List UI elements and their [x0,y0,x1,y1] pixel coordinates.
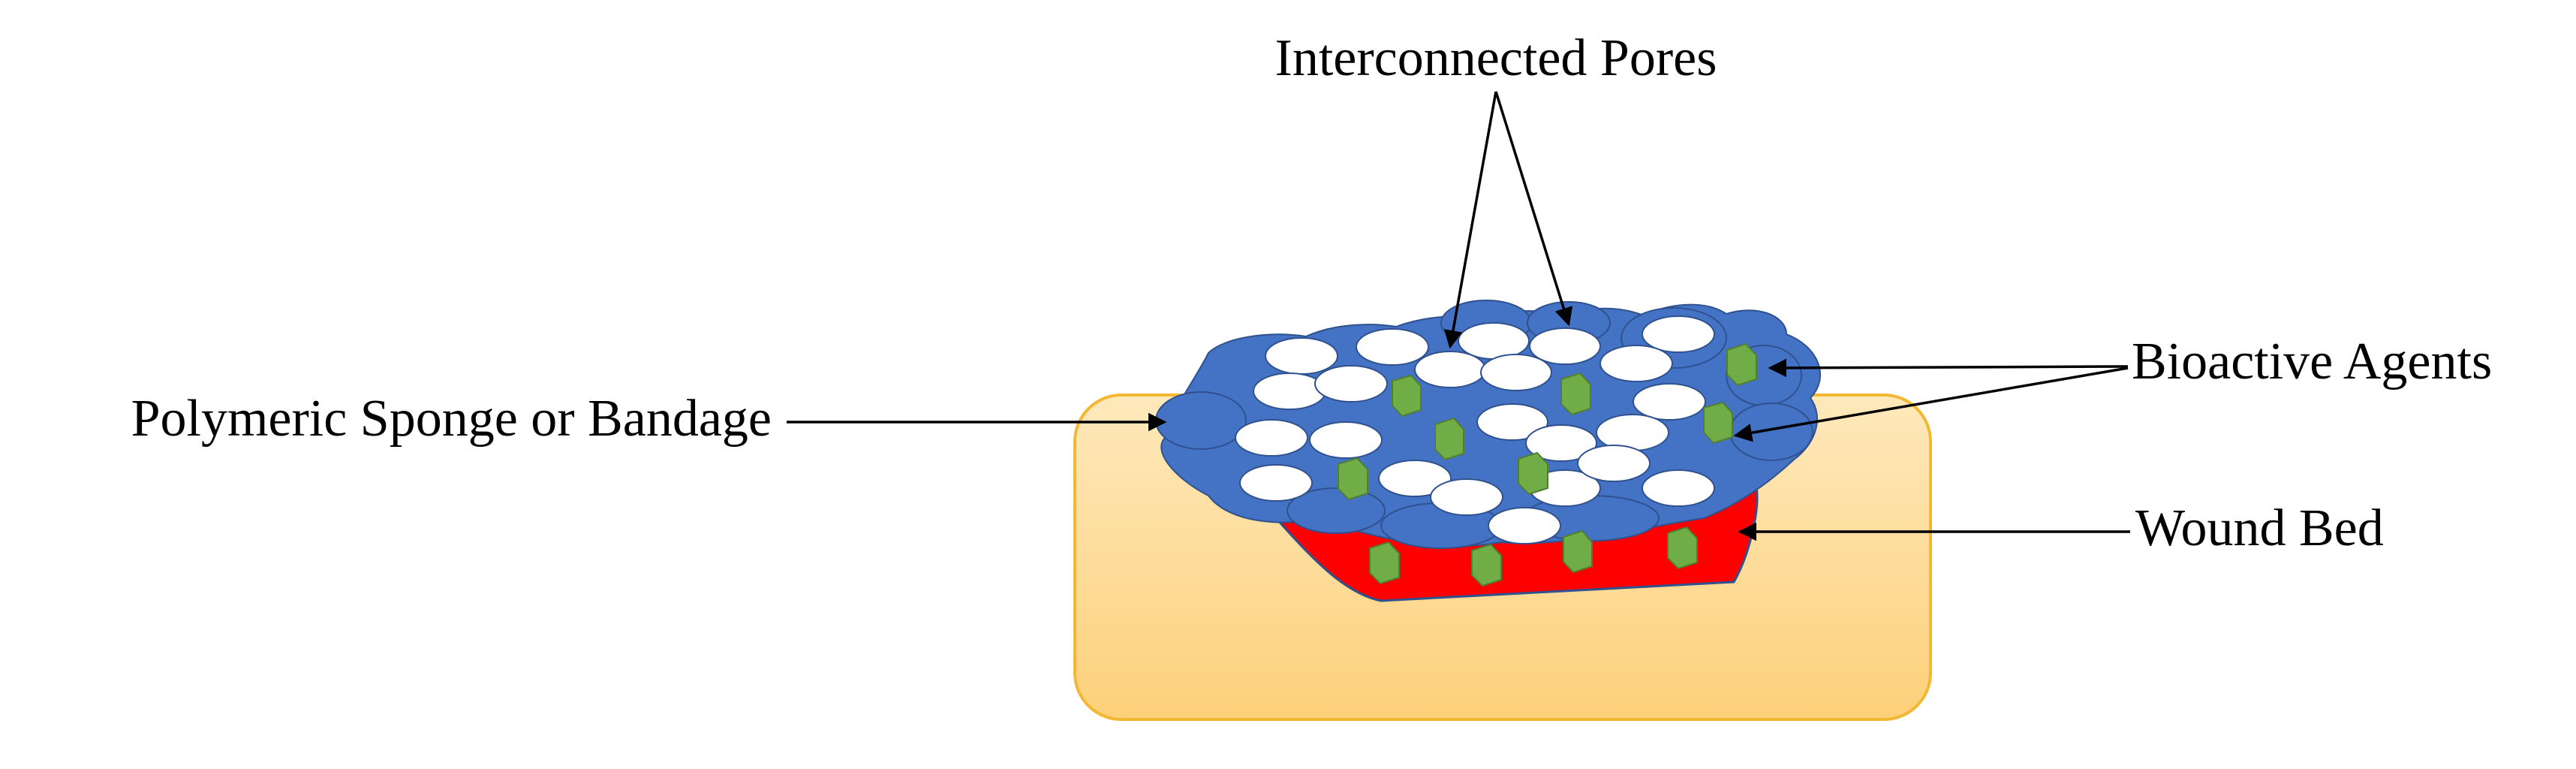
pores-leader-left [1443,91,1497,349]
pore [1235,419,1308,457]
pore [1430,478,1503,516]
bioactive-agent [1563,529,1593,574]
bioactive-agent [1338,457,1368,501]
pore [1309,421,1383,459]
bioactive-agent [1703,401,1733,445]
label-wound-bed: Wound Bed [2135,499,2384,557]
pore [1633,383,1706,421]
label-bioactive-agents: Bioactive Agents [2132,333,2492,391]
label-polymeric-sponge: Polymeric Sponge or Bandage [131,390,772,448]
pore [1577,445,1651,482]
pore [1488,507,1561,544]
pore [1480,354,1552,391]
pore [1314,365,1388,403]
pore [1265,337,1338,375]
pore [1642,469,1715,507]
bioactive-agent [1560,372,1591,416]
pore [1599,345,1673,382]
pore [1414,351,1486,388]
pores-leader-right [1494,91,1573,327]
bioactive-agent [1392,374,1422,418]
bioactive-agent [1518,451,1548,496]
bioactive-agent [1434,417,1464,461]
pore [1378,460,1452,497]
label-interconnected-pores: Interconnected Pores [1275,29,1717,87]
pore [1356,328,1429,366]
pore [1642,315,1715,353]
pore [1476,403,1548,441]
agents-leader-top [1768,358,2129,378]
bioactive-agent [1369,541,1400,585]
pore [1239,464,1313,502]
agents-leader-bottom [1733,366,2129,442]
pore [1525,424,1597,462]
bioactive-agent [1471,543,1502,587]
bioactive-agent [1667,526,1698,570]
pore [1529,327,1601,365]
interconnected-pores [1235,315,1715,544]
pore [1253,372,1326,410]
bioactive-agents [1338,342,1757,587]
bioactive-agent [1726,342,1757,387]
leader-lines [787,91,2130,541]
